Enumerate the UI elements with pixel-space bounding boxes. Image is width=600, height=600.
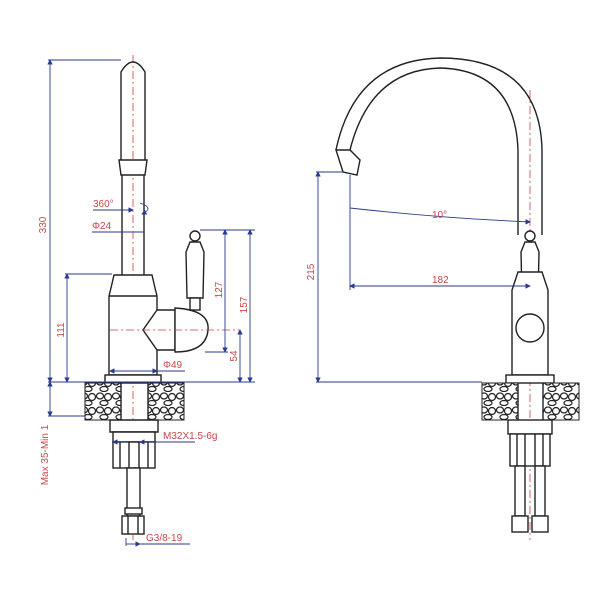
- hose-fitting: [121, 515, 145, 535]
- spout-tube: [120, 61, 146, 160]
- lever-handle: [185, 241, 205, 299]
- dim-handle-axis-height: 54: [229, 350, 240, 362]
- dim-handle-height: 127: [214, 281, 225, 298]
- spout-arc-outer: [349, 67, 519, 235]
- dim-body-height: 111: [56, 322, 67, 338]
- front-view: 215 10° 182: [306, 57, 580, 540]
- aerator: [118, 159, 148, 176]
- front-hose-right: [534, 465, 546, 517]
- side-view: 330 360° Φ24 111 127 157 54 Φ49 Max 35-M…: [38, 55, 255, 547]
- spout-stem: [121, 175, 145, 275]
- spout-arc-inner: [335, 57, 543, 235]
- dim-spout-diameter: Φ24: [92, 221, 112, 232]
- dim-thread: M32X1.5-6g: [163, 431, 217, 442]
- dim-mounting-thickness: Max 35-Min 1: [40, 424, 51, 485]
- dim-handle-top-height: 157: [239, 296, 250, 313]
- front-mounting-nut: [509, 433, 551, 467]
- dim-spout-reach: 182: [432, 275, 449, 286]
- dim-body-diameter: Φ49: [163, 360, 183, 371]
- dim-hose-connection: G3/8-19: [146, 533, 183, 544]
- front-handle-knob: [524, 230, 536, 242]
- dim-total-height: 330: [38, 216, 49, 233]
- countertop-section: [147, 382, 185, 421]
- countertop-section: [542, 382, 580, 421]
- front-hose-left: [514, 465, 526, 517]
- handle-knob: [189, 230, 201, 242]
- countertop-section: [84, 382, 122, 421]
- countertop-section: [481, 382, 519, 421]
- dim-rotation: 360°: [93, 199, 114, 210]
- front-aerator: [335, 149, 361, 176]
- dim-spout-height: 215: [306, 263, 317, 280]
- dim-spout-angle: 10°: [432, 210, 447, 221]
- front-handle-hub: [515, 313, 545, 343]
